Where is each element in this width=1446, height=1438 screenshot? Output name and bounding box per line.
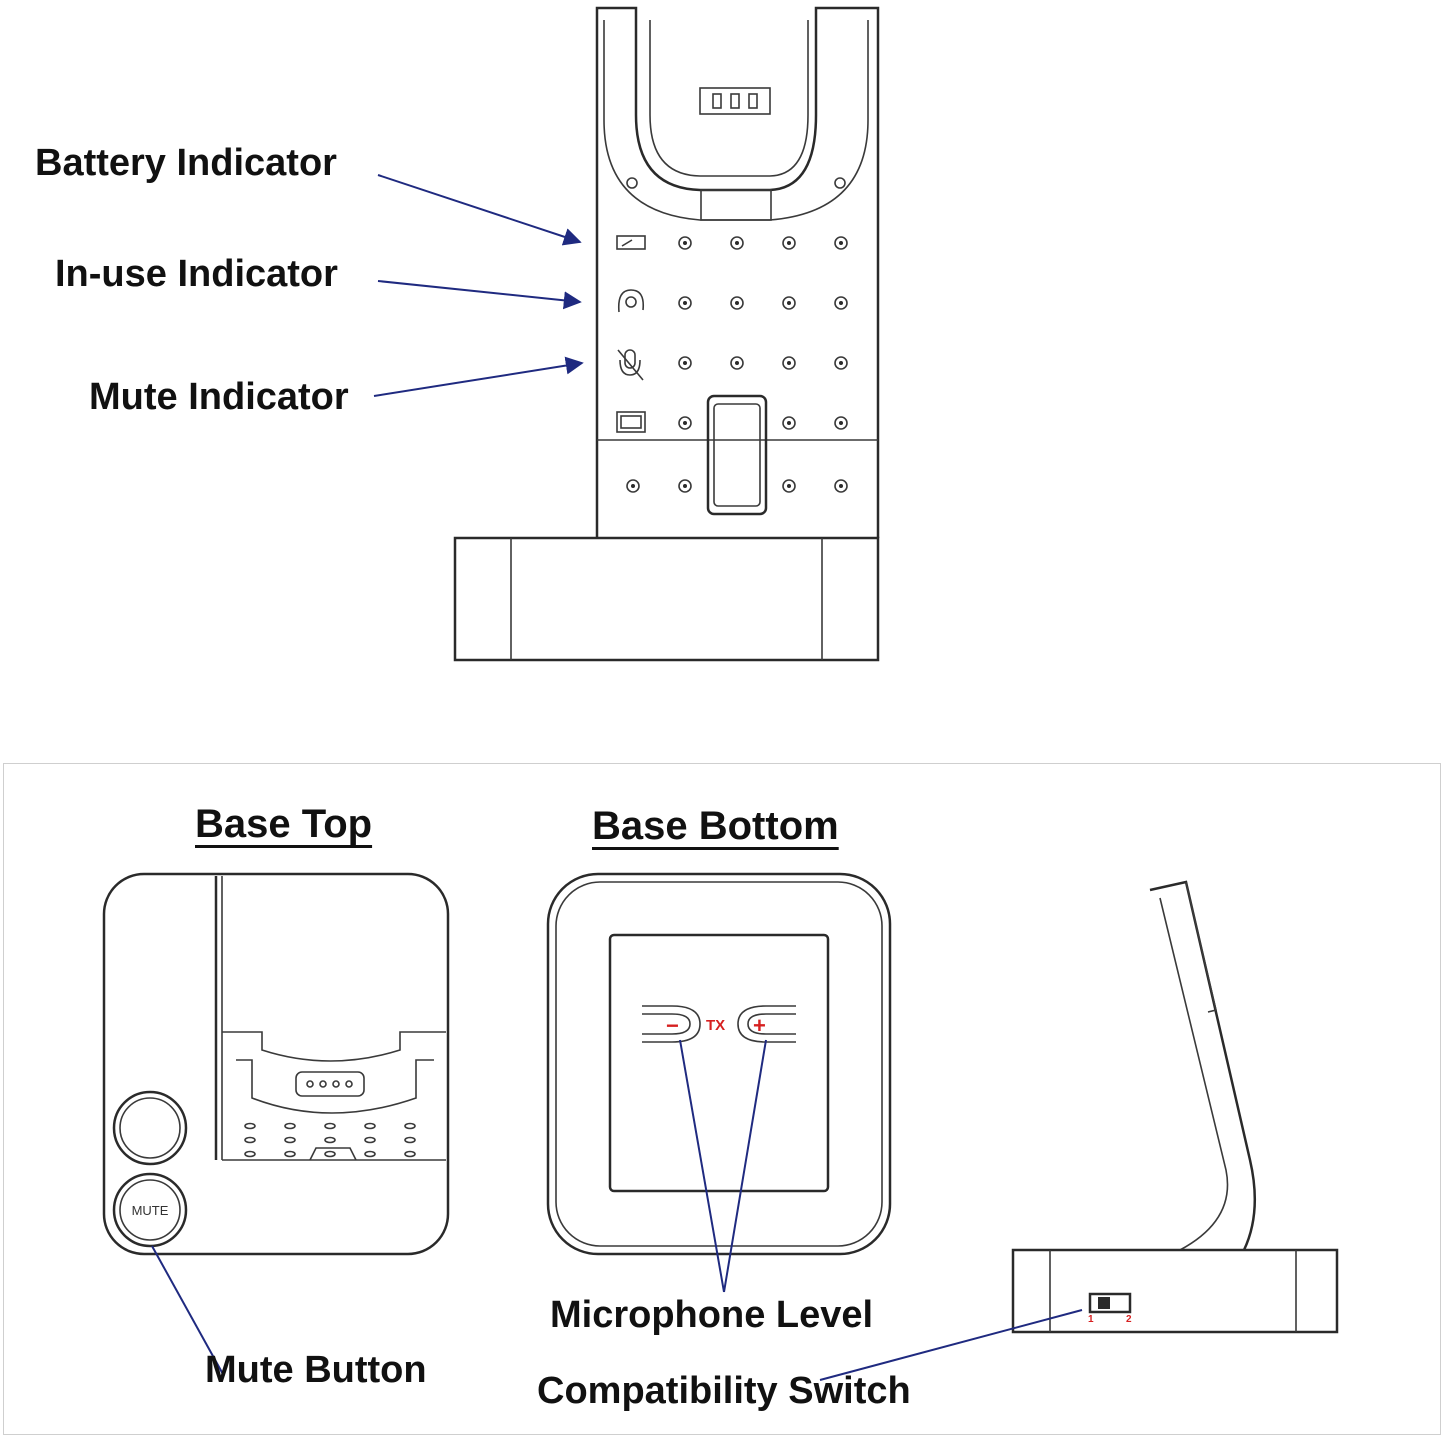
base-top-dot: [324, 1150, 336, 1158]
screw-hole-center: [787, 361, 791, 365]
screw-hole: [834, 479, 848, 493]
mute-key-label: MUTE: [132, 1203, 169, 1218]
base-top-dot: [244, 1150, 256, 1158]
screw-hole: [626, 479, 640, 493]
screw-hole-center: [839, 484, 843, 488]
mute-button-leader: [151, 1245, 225, 1377]
in-use-indicator-label: In-use Indicator: [55, 253, 338, 295]
battery-icon: [616, 235, 646, 250]
base-top-drawing: [102, 872, 450, 1256]
base-top-dot: [404, 1150, 416, 1158]
compatibility-switch-label: Compatibility Switch: [537, 1370, 911, 1412]
base-top-dot: [284, 1136, 296, 1144]
screw-hole-center: [683, 301, 687, 305]
base-top-dot-grid: [244, 1122, 416, 1158]
screw-hole: [782, 479, 796, 493]
screw-hole: [834, 296, 848, 310]
base-bottom-heading: Base Bottom: [592, 804, 839, 848]
in-use-indicator-arrow: [377, 280, 582, 310]
screw-hole-center: [735, 361, 739, 365]
screw-hole: [782, 296, 796, 310]
headset-icon: [617, 289, 645, 313]
screw-hole-center: [787, 421, 791, 425]
screw-hole: [730, 296, 744, 310]
screw-hole-grid: [626, 236, 848, 493]
compatibility-switch[interactable]: [1088, 1292, 1132, 1314]
base-views-panel: [3, 763, 1441, 1435]
screw-hole: [678, 356, 692, 370]
volume-button[interactable]: [112, 1090, 188, 1166]
charging-base-front-drawing: [373, 6, 880, 662]
base-top-dot: [324, 1122, 336, 1130]
mic-level-minus-slot[interactable]: [642, 1005, 701, 1043]
base-top-dot: [364, 1122, 376, 1130]
screw-hole: [782, 416, 796, 430]
mute-indicator-arrow: [373, 356, 584, 397]
base-top-dot: [404, 1122, 416, 1130]
base-top-dot: [284, 1122, 296, 1130]
screw-hole: [678, 296, 692, 310]
tower-body: [595, 6, 880, 538]
pc-icon: [616, 411, 646, 433]
battery-indicator-label: Battery Indicator: [35, 142, 337, 184]
mounting-slot: [706, 394, 768, 516]
base-bottom-drawing: [546, 872, 892, 1293]
screw-hole-center: [735, 301, 739, 305]
screw-hole: [834, 236, 848, 250]
screw-hole: [678, 416, 692, 430]
mute-button[interactable]: [112, 1172, 188, 1248]
mute-indicator-label: Mute Indicator: [89, 376, 349, 418]
base-top-dot: [324, 1136, 336, 1144]
screw-hole: [730, 356, 744, 370]
screw-hole-center: [839, 241, 843, 245]
screw-hole-center: [735, 241, 739, 245]
screw-hole-center: [683, 361, 687, 365]
mic-plus-marking: +: [753, 1013, 766, 1038]
screw-hole: [834, 416, 848, 430]
screw-hole-center: [683, 421, 687, 425]
base-top-dot: [364, 1150, 376, 1158]
screw-hole-center: [839, 361, 843, 365]
screw-hole-center: [787, 484, 791, 488]
screw-hole-center: [683, 241, 687, 245]
screw-hole: [678, 479, 692, 493]
base-top-dot: [284, 1150, 296, 1158]
screw-hole: [730, 236, 744, 250]
screw-hole: [834, 356, 848, 370]
tx-marking: TX: [706, 1017, 725, 1034]
base-side-drawing: [819, 880, 1339, 1381]
battery-indicator-arrow: [377, 174, 582, 246]
mic-minus-marking: −: [666, 1013, 679, 1038]
base-block: [453, 536, 880, 662]
switch-position-1: 1: [1088, 1314, 1094, 1325]
microphone-level-label: Microphone Level: [550, 1294, 874, 1336]
screw-hole-center: [839, 301, 843, 305]
screw-hole: [678, 236, 692, 250]
base-top-dot: [364, 1136, 376, 1144]
screw-hole-center: [787, 301, 791, 305]
screw-hole-center: [631, 484, 635, 488]
mute-mic-icon: [617, 349, 644, 381]
screw-hole: [782, 356, 796, 370]
base-top-dot: [244, 1122, 256, 1130]
base-top-dot: [404, 1136, 416, 1144]
base-top-heading: Base Top: [195, 802, 373, 846]
mic-level-plus-slot[interactable]: [737, 1005, 796, 1043]
base-top-dot: [244, 1136, 256, 1144]
switch-position-2: 2: [1126, 1314, 1132, 1325]
mute-button-label: Mute Button: [205, 1349, 427, 1391]
screw-hole-center: [683, 484, 687, 488]
screw-hole: [782, 236, 796, 250]
screw-hole-center: [787, 241, 791, 245]
screw-hole-center: [839, 421, 843, 425]
